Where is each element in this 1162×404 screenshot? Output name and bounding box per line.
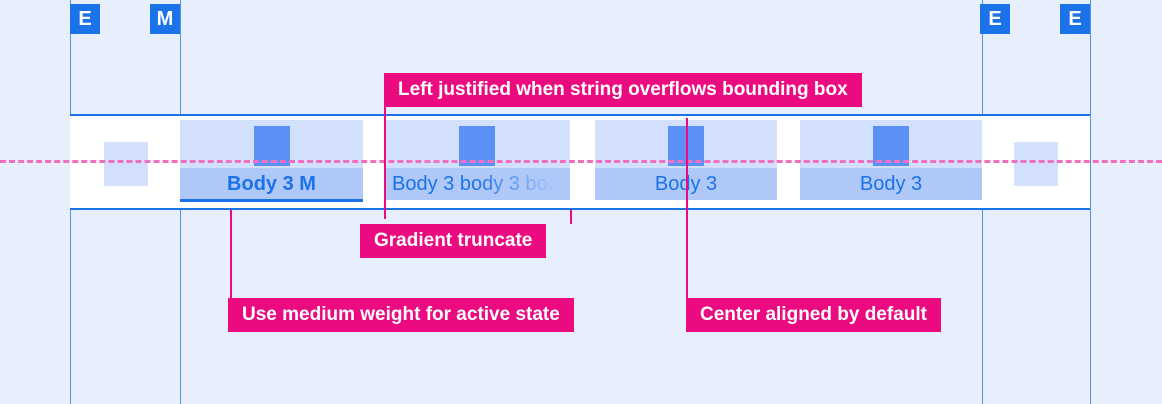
tab-label-area: Body 3 M — [180, 168, 363, 200]
annotation-label-1: Gradient truncate — [360, 224, 547, 258]
tab-active-indicator — [180, 199, 363, 202]
placeholder-square-icon — [1014, 142, 1058, 186]
tab-placeholder-icon — [459, 126, 495, 166]
spacer-cell-0 — [72, 116, 180, 208]
tab-label: Body 3 M — [227, 173, 316, 195]
annotation-label-2: Use medium weight for active state — [228, 298, 574, 332]
spacer-cell-1 — [984, 116, 1088, 208]
tab-placeholder-icon — [873, 126, 909, 166]
annotation-label-0: Left justified when string overflows bou… — [384, 73, 862, 107]
tab-item-3[interactable]: Body 3 — [800, 116, 982, 208]
spacing-badge-e-0: E — [70, 4, 100, 34]
annotation-leader-3 — [686, 118, 688, 298]
tab-label-area: Body 3 — [800, 168, 982, 200]
spacing-badge-e-2: E — [980, 4, 1010, 34]
tab-label: Body 3 body 3 body 3 — [392, 173, 570, 195]
placeholder-square-icon — [104, 142, 148, 186]
annotation-label-3: Center aligned by default — [686, 298, 941, 332]
tab-placeholder-icon — [253, 126, 290, 166]
tab-label: Body 3 — [654, 173, 718, 195]
tab-label: Body 3 — [859, 173, 923, 195]
spacing-badge-m-1: M — [150, 4, 180, 34]
annotation-leader-2 — [230, 210, 232, 298]
vertical-guide-3 — [1090, 0, 1091, 404]
tab-item-1[interactable]: Body 3 body 3 body 3 — [384, 116, 570, 208]
tab-label-area: Body 3 body 3 body 3 — [384, 168, 570, 200]
spacing-badge-e-3: E — [1060, 4, 1090, 34]
annotation-leader-0 — [384, 107, 386, 219]
baseline-guide — [0, 160, 1162, 163]
annotation-leader-1 — [570, 210, 572, 224]
